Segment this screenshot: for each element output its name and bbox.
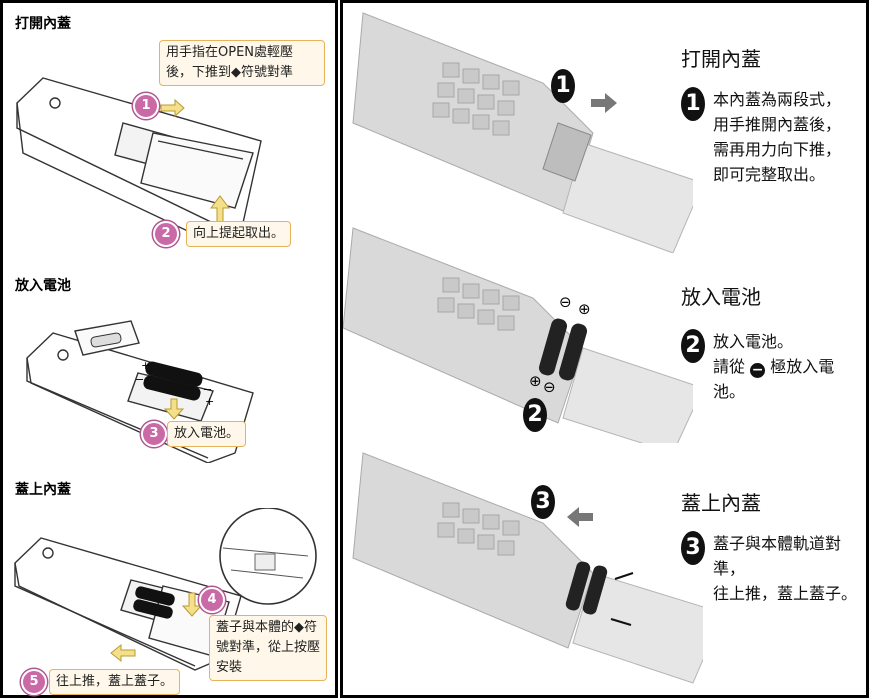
svg-text:−: −	[203, 383, 212, 396]
photo-step-1-number: 1	[551, 69, 575, 103]
step-5-callout: 往上推，蓋上蓋子。	[49, 669, 181, 695]
right-step-3-text: 蓋子與本體軌道對準， 往上推，蓋上蓋子。	[713, 531, 866, 606]
step-5-badge: 5	[21, 669, 47, 695]
svg-text:⊖: ⊖	[543, 378, 556, 396]
step-2-badge: 2	[153, 221, 179, 247]
remote-open-cover-illustration	[16, 77, 262, 244]
svg-text:⊕: ⊕	[578, 300, 591, 318]
photo-step-2-number: 2	[523, 398, 547, 432]
right-step-1-line-2: 用手推開內蓋後，	[713, 115, 842, 134]
right-step-1-line-1: 本內蓋為兩段式，	[713, 90, 842, 109]
step-4-badge: 4	[199, 587, 225, 613]
right-step-2-line-2: 請從 − 極放入電池。	[713, 354, 866, 404]
remote-photo-close-cover	[352, 452, 703, 684]
section-heading-close-cover: 蓋上內蓋	[15, 482, 71, 498]
step-3-badge: 3	[141, 421, 167, 447]
svg-text:+: +	[205, 395, 214, 408]
left-instruction-panel: 打開內蓋 用手指在OPEN處輕壓後，下推到◆符號對準 1 2 向上提起取出。 放…	[0, 0, 338, 698]
section-heading-open-cover: 打開內蓋	[15, 16, 71, 32]
photo-step-3-number: 3	[531, 485, 555, 519]
step-2-callout: 向上提起取出。	[186, 221, 292, 247]
right-step-2-title: 放入電池	[681, 285, 761, 309]
right-step-1-line-3: 需再用力向下推，	[713, 140, 842, 159]
open-instruction-callout: 用手指在OPEN處輕壓後，下推到◆符號對準	[159, 40, 325, 86]
right-step-2-number: 2	[681, 329, 705, 363]
svg-text:⊖: ⊖	[559, 293, 572, 311]
right-step-3-line-1: 蓋子與本體軌道對準，	[713, 534, 842, 578]
negative-terminal-icon: −	[750, 362, 766, 378]
right-step-3-line-2: 往上推，蓋上蓋子。	[713, 584, 858, 603]
right-step-1-number: 1	[681, 87, 705, 121]
section-heading-insert-battery: 放入電池	[15, 278, 71, 294]
step-1-badge: 1	[133, 93, 159, 119]
right-step-1-line-4: 即可完整取出。	[713, 165, 826, 184]
step-3-callout: 放入電池。	[167, 421, 247, 447]
remote-photo-open-cover	[352, 12, 693, 253]
right-instruction-panel: 1 打開內蓋 1 本內蓋為兩段式， 用手推開內蓋後， 需再用力向下推， 即可完整…	[340, 0, 869, 698]
right-step-3-title: 蓋上內蓋	[681, 491, 761, 515]
svg-text:+: +	[141, 359, 150, 372]
right-step-1-title: 打開內蓋	[681, 47, 761, 71]
remote-photo-insert-battery: ⊖ ⊕ ⊕ ⊖	[343, 227, 693, 443]
right-step-2-text: 放入電池。 請從 − 極放入電池。	[713, 329, 866, 404]
svg-text:⊕: ⊕	[529, 372, 542, 390]
svg-text:−: −	[135, 373, 144, 386]
step-4-callout: 蓋子與本體的◆符號對準，從上按壓安裝	[209, 615, 327, 681]
right-step-2-line-2-post: 極放入電池。	[713, 357, 835, 401]
right-step-2-line-2-pre: 請從	[713, 357, 746, 376]
right-step-1-text: 本內蓋為兩段式， 用手推開內蓋後， 需再用力向下推， 即可完整取出。	[713, 87, 841, 187]
right-step-3-number: 3	[681, 531, 705, 565]
right-step-2-line-1: 放入電池。	[713, 332, 794, 351]
